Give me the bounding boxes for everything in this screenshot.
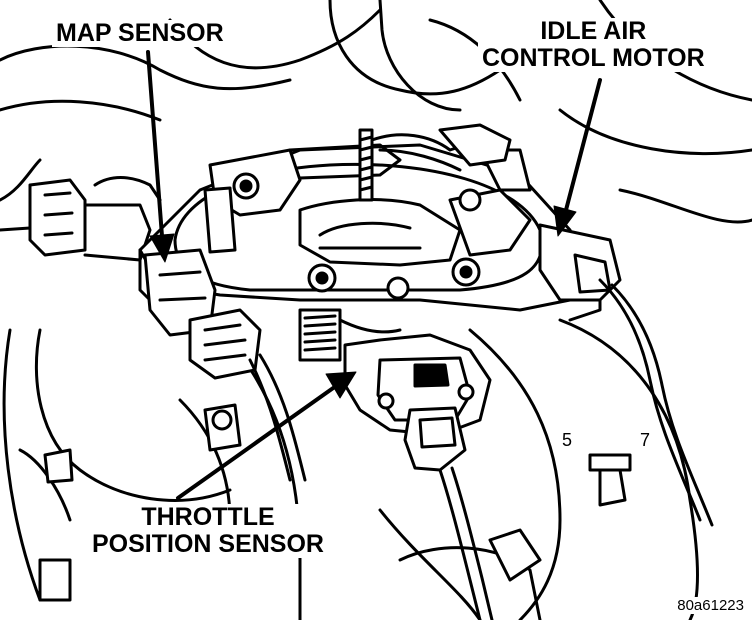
throttle-position-sensor-label: THROTTLE POSITION SENSOR: [88, 504, 328, 558]
casting-mark-b: 7: [640, 430, 650, 450]
tps-leader: [176, 371, 357, 500]
throttle-line2: POSITION SENSOR: [92, 530, 324, 558]
throttle-spring: [298, 308, 402, 362]
idle-air-line1: IDLE AIR: [540, 17, 647, 45]
map-sensor-leader: [146, 50, 175, 263]
idle-air-control-motor-label: IDLE AIR CONTROL MOTOR: [478, 18, 709, 72]
throttle-line1: THROTTLE: [141, 503, 275, 531]
map-sensor-text: MAP SENSOR: [56, 19, 224, 47]
idle-air-leader: [553, 78, 602, 237]
throttle-position-sensor: [343, 333, 494, 620]
left-connector: [0, 176, 162, 262]
figure-id: 80a61223: [675, 597, 746, 614]
idle-air-line2: CONTROL MOTOR: [482, 44, 705, 72]
idle-air-control-motor: [538, 223, 714, 527]
map-connector: [188, 308, 307, 482]
manifold-bolts: [43, 403, 542, 582]
casting-mark-a: 5: [562, 430, 572, 450]
map-sensor-label: MAP SENSOR: [52, 20, 228, 47]
fuel-line: [358, 123, 512, 202]
